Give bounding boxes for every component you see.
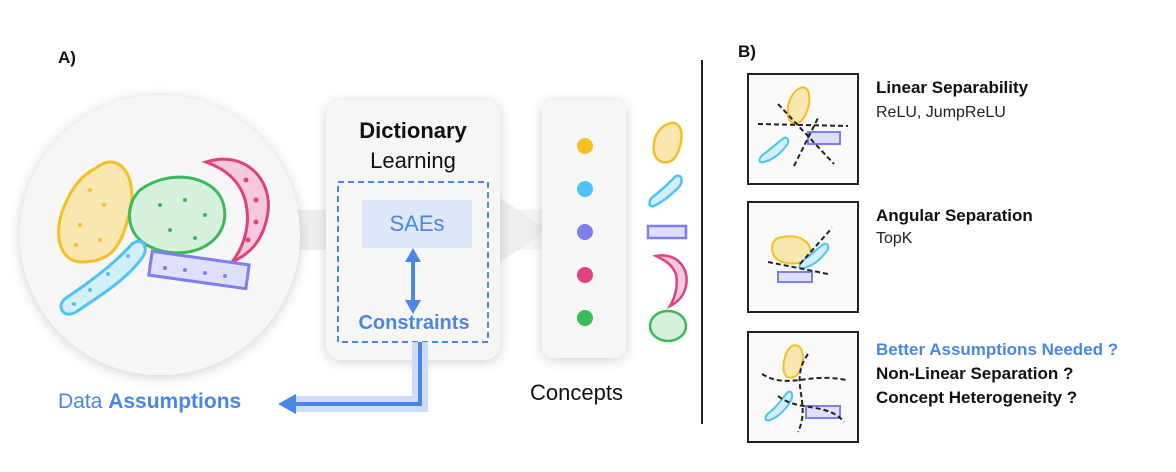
saes-label: SAEs <box>389 211 445 236</box>
panel-b-label: B) <box>738 42 756 61</box>
row3-line2: Non-Linear Separation ? <box>876 364 1074 383</box>
saes-box: SAEs <box>362 200 472 248</box>
row3-line3: Concept Heterogeneity ? <box>876 388 1078 407</box>
data-assumptions-bold: Assumptions <box>108 390 242 413</box>
concept-dot <box>577 267 593 283</box>
thumb-linear <box>747 73 859 185</box>
concepts-label: Concepts <box>530 380 623 405</box>
green-concept-shape <box>128 175 227 255</box>
constraints-label: Constraints <box>358 312 470 334</box>
concept-dot <box>577 181 593 197</box>
concept-dot <box>577 138 593 154</box>
flow-arrow-head <box>500 198 548 262</box>
data-assumptions-prefix: Data <box>58 390 103 413</box>
row2-title: Angular Separation <box>876 206 1033 225</box>
cyan-concept-shape <box>59 239 147 316</box>
panel-a-label: A) <box>58 48 76 67</box>
row1-subtitle: ReLU, JumpReLU <box>876 104 1006 121</box>
purple-concept-shape <box>147 249 251 291</box>
mini-purple-icon <box>646 224 688 240</box>
feedback-arrow-head <box>278 394 296 414</box>
mini-pink-icon <box>652 254 688 310</box>
dictionary-subtitle: Learning <box>370 148 456 173</box>
concept-dot <box>577 224 593 240</box>
yellow-concept-shape <box>57 160 134 264</box>
pink-concept-shape <box>201 157 270 264</box>
row1-title: Linear Separability <box>876 78 1029 97</box>
thumb-nonlinear <box>747 331 859 443</box>
mini-cyan-icon <box>648 174 683 208</box>
row3-title-blue: Better Assumptions Needed ? <box>876 340 1119 359</box>
data-assumptions-label: Data Assumptions <box>58 390 241 414</box>
dictionary-title: Dictionary <box>359 118 467 143</box>
mini-green-icon <box>648 309 688 343</box>
thumb-angular <box>747 201 859 313</box>
mini-yellow-icon <box>652 121 683 164</box>
row2-subtitle: TopK <box>876 230 913 247</box>
concept-dot <box>577 310 593 326</box>
shape-dots <box>74 188 106 247</box>
